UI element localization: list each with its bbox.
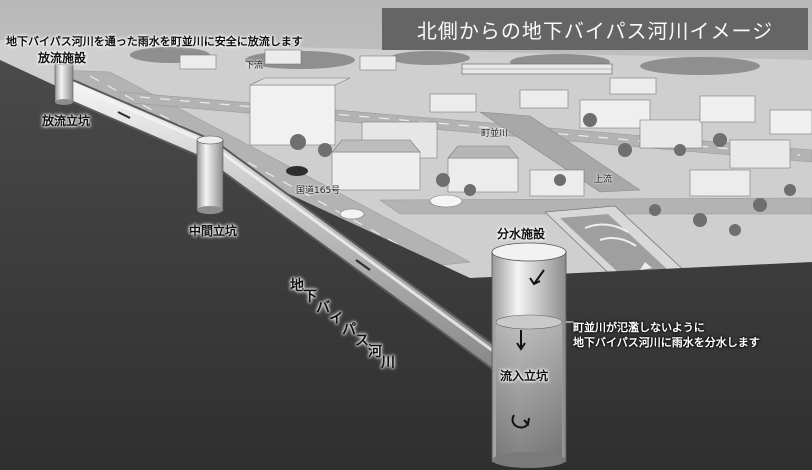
upstream-label: 上流 bbox=[594, 175, 613, 185]
cars bbox=[286, 166, 463, 220]
diversion-facility-label: 分水施設 bbox=[497, 227, 546, 241]
page-title: 北側からの地下バイパス河川イメージ bbox=[416, 18, 774, 43]
trees bbox=[290, 113, 796, 236]
bypass-river-label-char: パ bbox=[342, 322, 356, 338]
road-markings bbox=[89, 75, 801, 263]
middle-shaft-label: 中間立坑 bbox=[189, 224, 238, 238]
inflow-shaft-arrows bbox=[511, 269, 545, 429]
bypass-river-label-char: 河 bbox=[368, 344, 382, 360]
discharge-shaft-graphic bbox=[54, 58, 74, 105]
note-line-1: 町並川が氾濫しないように bbox=[573, 321, 705, 334]
downstream-label: 下流 bbox=[245, 61, 264, 71]
bypass-river-label-char: 地 bbox=[290, 278, 304, 294]
top-caption: 地下バイパス河川を通った雨水を町並川に安全に放流します bbox=[6, 35, 303, 48]
diversion-facility-structure bbox=[544, 205, 691, 285]
title-box: 北側からの地下バイパス河川イメージ bbox=[382, 8, 808, 50]
bypass-river-label-char: ス bbox=[355, 333, 369, 349]
train bbox=[461, 63, 613, 75]
route-165-label: 国道165号 bbox=[296, 186, 341, 196]
middle-shaft-graphic bbox=[196, 135, 224, 214]
tunnel-flow-arrows bbox=[117, 111, 371, 271]
machinami-river-label: 町並川 bbox=[481, 129, 509, 139]
discharge-shaft-label: 放流立坑 bbox=[42, 114, 91, 128]
discharge-facility-label: 放流施設 bbox=[38, 51, 87, 65]
machinami-river-channel bbox=[478, 111, 641, 193]
note-line-2: 地下バイパス河川に雨水を分水します bbox=[573, 336, 760, 349]
buildings bbox=[179, 49, 812, 197]
bypass-river-label-char: バ bbox=[316, 300, 330, 316]
inflow-shaft-label: 流入立坑 bbox=[500, 369, 549, 383]
bypass-river-label-char: 川 bbox=[381, 355, 395, 371]
inflow-shaft-graphic bbox=[491, 242, 567, 468]
bypass-river-label-char: イ bbox=[329, 311, 343, 327]
bypass-river-label-char: 下 bbox=[303, 289, 317, 305]
